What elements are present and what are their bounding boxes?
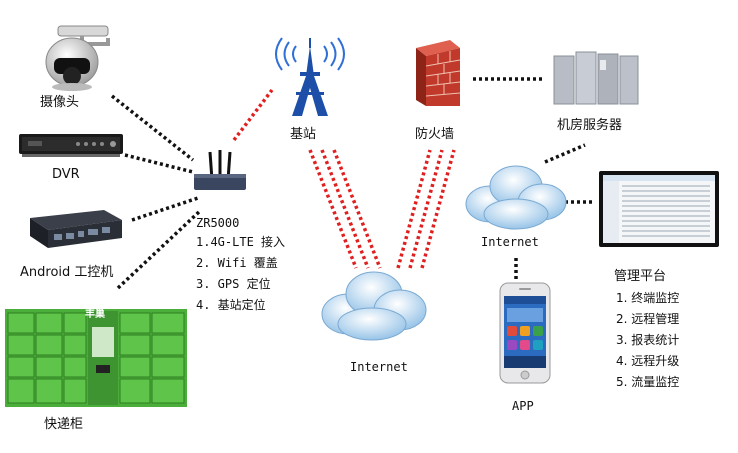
link-router-basestation: [232, 88, 274, 142]
internet-cloud-right-icon: [465, 165, 567, 230]
link-internet-firewall-2: [408, 149, 444, 269]
server-icon: [553, 51, 639, 105]
camera-icon: [45, 25, 110, 91]
platform-title: 管理平台: [614, 269, 667, 284]
locker-label: 快递柜: [44, 417, 84, 432]
app-label: APP: [512, 399, 534, 413]
locker-brand-label: 丰巢: [85, 309, 105, 320]
platform-feature-item: 5. 流量监控: [616, 375, 680, 389]
monitor-icon: [599, 171, 719, 247]
link-android-router: [131, 196, 199, 222]
locker-icon: [5, 309, 187, 407]
router-feature-list: 1.4G-LTE 接入 2. Wifi 覆盖 3. GPS 定位 4. 基站定位: [196, 232, 285, 316]
firewall-label: 防火墙: [415, 127, 455, 142]
industrial-pc-icon: [30, 210, 122, 248]
router-feature-item: 4. 基站定位: [196, 298, 266, 312]
server-label: 机房服务器: [557, 118, 623, 133]
firewall-icon: [416, 40, 461, 106]
link-locker-router: [116, 208, 203, 290]
link-internet-server: [544, 143, 586, 164]
platform-feature-item: 3. 报表统计: [616, 333, 680, 347]
router-feature-item: 3. GPS 定位: [196, 277, 271, 291]
phone-icon: [499, 282, 551, 384]
link-internet-firewall-1: [396, 149, 432, 269]
router-icon: [194, 150, 246, 190]
platform-feature-item: 1. 终端监控: [616, 291, 680, 305]
platform-feature-item: 2. 远程管理: [616, 312, 680, 326]
link-dvr-router: [124, 153, 194, 174]
internet-cloud-center-icon: [321, 271, 427, 341]
camera-label: 摄像头: [40, 95, 80, 110]
internet-center-label: Internet: [350, 360, 408, 374]
router-feature-item: 1.4G-LTE 接入: [196, 235, 286, 249]
link-basestation-internet-2: [320, 149, 370, 269]
dvr-icon: [19, 134, 123, 157]
router-feature-item: 2. Wifi 覆盖: [196, 256, 278, 270]
tower-icon: [275, 37, 345, 116]
base-station-label: 基站: [290, 127, 317, 142]
platform-feature-list: 1. 终端监控 2. 远程管理 3. 报表统计 4. 远程升级 5. 流量监控: [616, 288, 679, 393]
android-label: Android 工控机: [20, 265, 114, 280]
router-model-label: ZR5000: [196, 216, 240, 230]
link-internet-firewall-3: [420, 149, 456, 269]
link-basestation-internet-1: [308, 149, 358, 269]
platform-feature-item: 4. 远程升级: [616, 354, 680, 368]
internet-right-label: Internet: [481, 235, 539, 249]
link-camera-router: [110, 94, 195, 162]
dvr-label: DVR: [52, 167, 80, 182]
link-basestation-internet-3: [332, 149, 382, 269]
